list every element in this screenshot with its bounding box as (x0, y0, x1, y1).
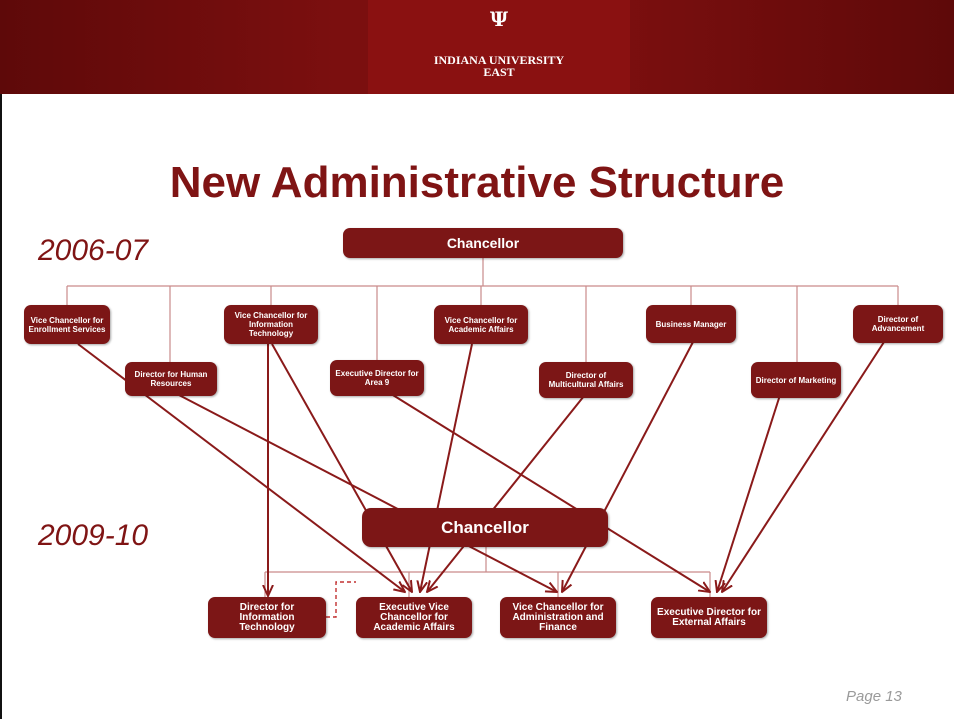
page-number: Page 13 (846, 688, 902, 705)
year-label-2009: 2009-10 (38, 519, 149, 552)
unit-box-2006-6: Director of Multicultural Affairs (539, 362, 633, 398)
unit-box-2009-1: Director for Information Technology (208, 597, 326, 638)
unit-box-2006-4: Executive Director for Area 9 (330, 360, 424, 396)
chancellor-box-2009: Chancellor (362, 508, 608, 547)
unit-box-2006-9: Director of Advancement (853, 305, 943, 343)
unit-box-2009-3: Vice Chancellor for Administration and F… (500, 597, 616, 638)
slide-title: New Administrative Structure (169, 158, 785, 207)
tree-2009-lines (264, 547, 711, 597)
unit-box-2006-8: Director of Marketing (751, 362, 841, 398)
logo-panel: Ψ INDIANA UNIVERSITY EAST (368, 0, 630, 94)
unit-box-2009-4: Executive Director for External Affairs (651, 597, 767, 638)
unit-box-2006-5: Vice Chancellor for Academic Affairs (434, 305, 528, 344)
unit-box-2006-1: Vice Chancellor for Enrollment Services (24, 305, 110, 344)
tree-2006-lines (66, 258, 899, 362)
unit-box-2006-3: Vice Chancellor for Information Technolo… (224, 305, 318, 344)
unit-box-2009-2: Executive Vice Chancellor for Academic A… (356, 597, 472, 638)
unit-box-2006-7: Business Manager (646, 305, 736, 343)
trident-logo-icon: Ψ (489, 7, 509, 31)
year-label-2006: 2006-07 (38, 234, 149, 267)
chancellor-box-2006: Chancellor (343, 228, 623, 258)
header-banner: Ψ INDIANA UNIVERSITY EAST (0, 0, 954, 94)
unit-box-2006-2: Director for Human Resources (125, 362, 217, 396)
university-name: INDIANA UNIVERSITY EAST (433, 53, 565, 79)
